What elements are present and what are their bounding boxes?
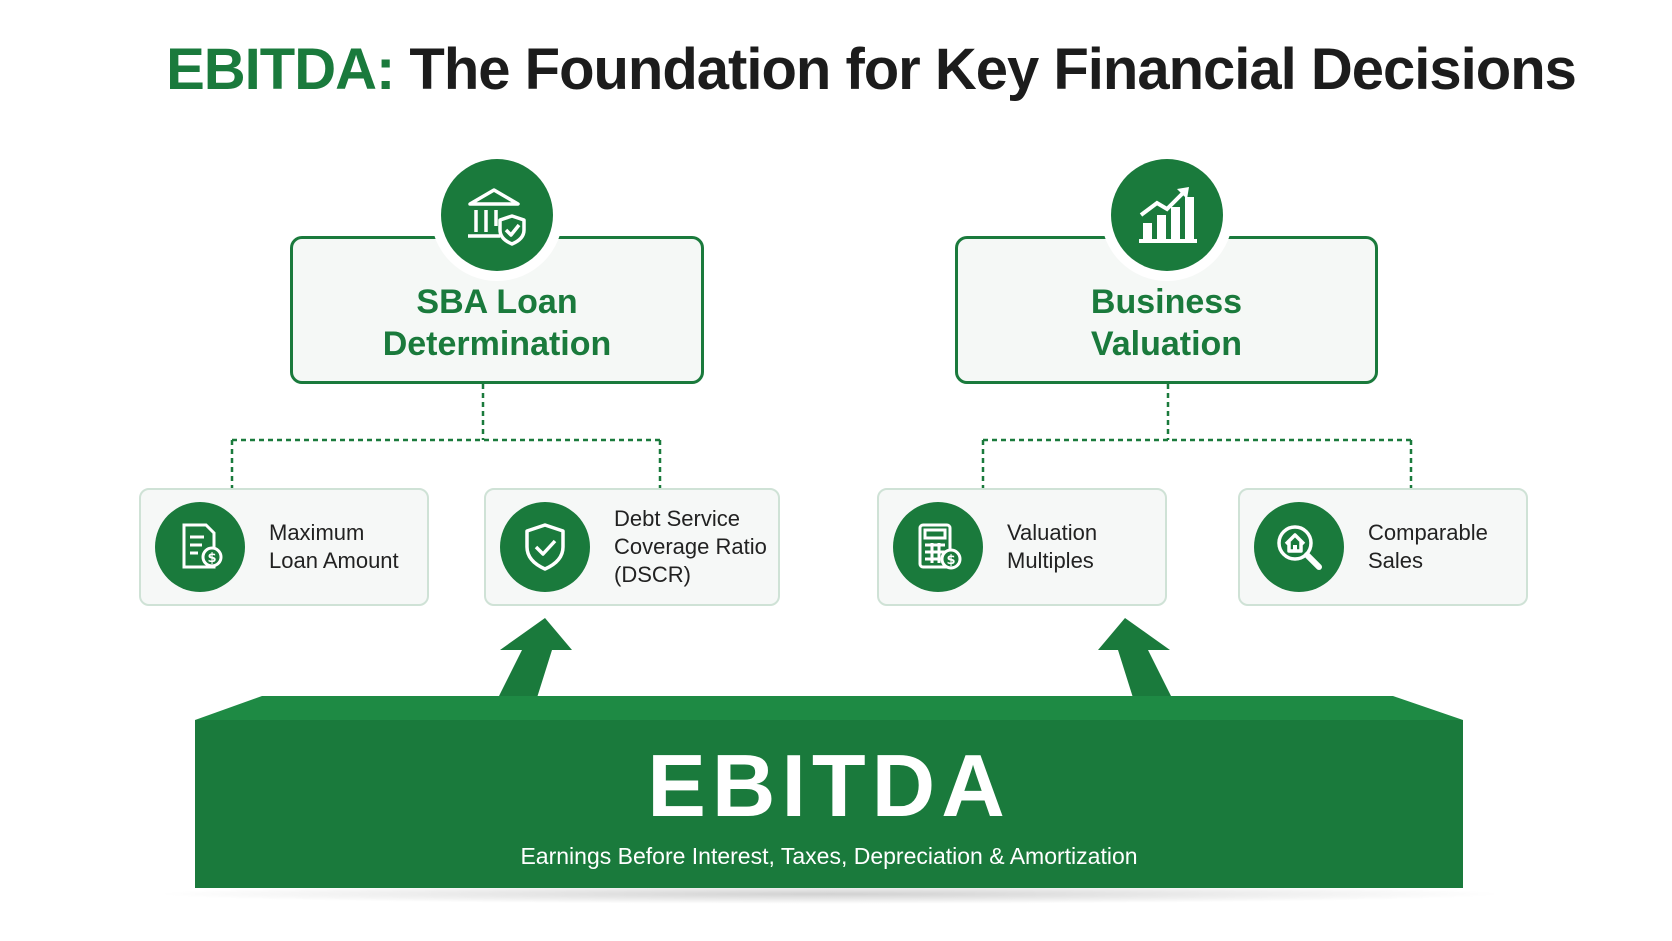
growth-chart-icon bbox=[1111, 159, 1223, 271]
shield-check-icon bbox=[500, 502, 590, 592]
bank-shield-icon bbox=[441, 159, 553, 271]
item-dscr: Debt Service Coverage Ratio (DSCR) bbox=[484, 488, 780, 606]
item-comparable-sales: Comparable Sales bbox=[1238, 488, 1528, 606]
item-valuation-multiples-label: Valuation Multiples bbox=[1007, 520, 1098, 573]
svg-text:$: $ bbox=[207, 551, 216, 566]
foundation-subtitle: Earnings Before Interest, Taxes, Depreci… bbox=[520, 843, 1138, 869]
title-accent: EBITDA: bbox=[166, 37, 395, 102]
item-maximum-loan-amount-label: Maximum Loan Amount bbox=[269, 520, 399, 573]
item-valuation-multiples: $ Valuation Multiples bbox=[877, 488, 1167, 606]
foundation-shadow bbox=[150, 884, 1510, 904]
house-search-icon bbox=[1254, 502, 1344, 592]
svg-text:$: $ bbox=[946, 553, 955, 568]
foundation-block bbox=[195, 720, 1463, 888]
arrow-up-right bbox=[1098, 618, 1183, 720]
item-dscr-label: Debt Service Coverage Ratio (DSCR) bbox=[614, 506, 767, 587]
item-maximum-loan-amount: $ Maximum Loan Amount bbox=[139, 488, 429, 606]
calculator-icon: $ bbox=[893, 502, 983, 592]
arrow-up-left bbox=[487, 618, 572, 720]
loan-document-icon: $ bbox=[155, 502, 245, 592]
branch-business-valuation-label: Business Valuation bbox=[1090, 283, 1243, 363]
title-rest: The Foundation for Key Financial Decisio… bbox=[394, 37, 1576, 102]
branch-sba-loan-label: SBA Loan Determination bbox=[382, 283, 612, 363]
page-title: EBITDA: The Foundation for Key Financial… bbox=[0, 36, 1672, 103]
item-comparable-sales-label: Comparable Sales bbox=[1368, 520, 1488, 573]
foundation-title: EBITDA bbox=[647, 736, 1011, 835]
